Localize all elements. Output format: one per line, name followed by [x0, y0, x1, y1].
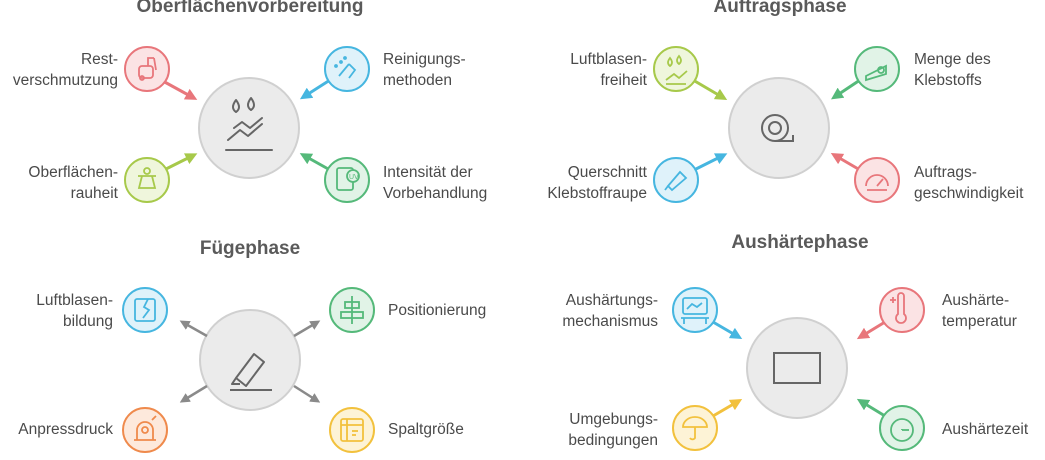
speedometer-icon [865, 174, 889, 191]
label-aushaertezeit: Aushärtezeit [942, 421, 1029, 438]
label-querschnitt-klebstoffraupe: Querschnitt Klebstoffraupe [547, 164, 647, 202]
glue-tube-icon [664, 170, 688, 192]
connector-luftblasenfreiheit [653, 46, 728, 101]
arrow-out-tr [293, 320, 321, 338]
phase-title-oberflaechenvorbereitung: Oberflächenvorbereitung [136, 0, 364, 17]
umbrella-icon [682, 416, 708, 441]
center-circle [746, 317, 848, 419]
thermometer-icon [890, 292, 907, 324]
pressure-machine-icon [134, 415, 157, 441]
connector-aushaertungsmechanismus [672, 287, 743, 340]
align-center-icon [340, 296, 364, 324]
label-luftblasenbildung: Luftblasen- bildung [36, 292, 113, 330]
highlighter-icon [230, 353, 272, 391]
arrow-out-bl [179, 384, 208, 403]
label-auftragsgeschwindigkeit: Auftrags- geschwindigkeit [914, 164, 1024, 202]
connector-oberflaechenrauheit [124, 153, 198, 203]
ruler-corner-icon [340, 418, 364, 442]
label-aushaertetemperatur: Aushärte- temperatur [942, 292, 1017, 330]
cleaning-brush-icon [334, 56, 357, 79]
lab-board-icon [681, 297, 709, 324]
label-restverschmutzung: Rest- verschmutzung [12, 51, 118, 89]
label-menge-klebstoff: Menge des Klebstoffs [914, 51, 991, 89]
label-umgebungsbedingungen: Umgebungs- bedingungen [568, 411, 658, 449]
phase-title-auftragsphase: Auftragsphase [713, 0, 847, 17]
rectangle-icon [773, 352, 821, 384]
cracked-panel-icon [134, 298, 156, 322]
label-oberflaechenrauheit: Oberflächen- rauheit [28, 164, 118, 202]
label-luftblasenfreiheit: Luftblasen- freiheit [570, 51, 647, 89]
uv-document-icon: UV [336, 167, 360, 191]
phase-fuegephase [122, 287, 375, 453]
label-positionierung: Positionierung [388, 302, 487, 319]
phase-title-fuegephase: Fügephase [199, 238, 301, 259]
label-aushaertungsmechanismus: Aushärtungs- mechanismus [562, 292, 658, 330]
phase-aushaertephase [672, 287, 925, 451]
label-intensitaet-vorbehandlung: Intensität der Vorbehandlung [383, 164, 488, 202]
svg-text:UV: UV [349, 174, 359, 181]
arrow-out-br [293, 384, 321, 403]
connector-umgebungsbedingungen [672, 398, 743, 451]
tape-dispenser-icon [865, 64, 887, 82]
bubbles-trend-icon [665, 54, 688, 85]
arrow-out-tl [179, 320, 208, 338]
connector-querschnitt [653, 153, 728, 203]
phase-oberflaechenvorbereitung: UV [124, 46, 370, 203]
connector-aushaertetemperatur [856, 287, 925, 340]
tape-roll-icon [761, 114, 794, 142]
phase-auftragsphase [653, 46, 900, 203]
node-anpressdruck [122, 407, 168, 453]
connector-intensitaet: UV [299, 153, 370, 203]
node-luftblasenbildung [122, 287, 168, 333]
phase-title-aushaertephase: Aushärtephase [731, 232, 869, 253]
scale-icon [137, 167, 157, 189]
connector-aushaertezeit [856, 398, 925, 451]
node-positionierung [329, 287, 375, 333]
label-spaltgroesse: Spaltgröße [388, 421, 464, 438]
connector-auftragsgeschwindigkeit [830, 152, 900, 203]
vacuum-cleaner-icon [138, 57, 157, 81]
connector-menge-klebstoff [831, 46, 900, 100]
connector-restverschmutzung [124, 46, 198, 100]
connector-reinigungsmethoden [299, 46, 370, 100]
droplets-trend-icon [225, 97, 273, 151]
label-anpressdruck: Anpressdruck [18, 421, 113, 438]
node-spaltgroesse [329, 407, 375, 453]
label-reinigungsmethoden: Reinigungs- methoden [383, 51, 466, 89]
center-circle [728, 77, 830, 179]
clock-icon [890, 418, 914, 442]
